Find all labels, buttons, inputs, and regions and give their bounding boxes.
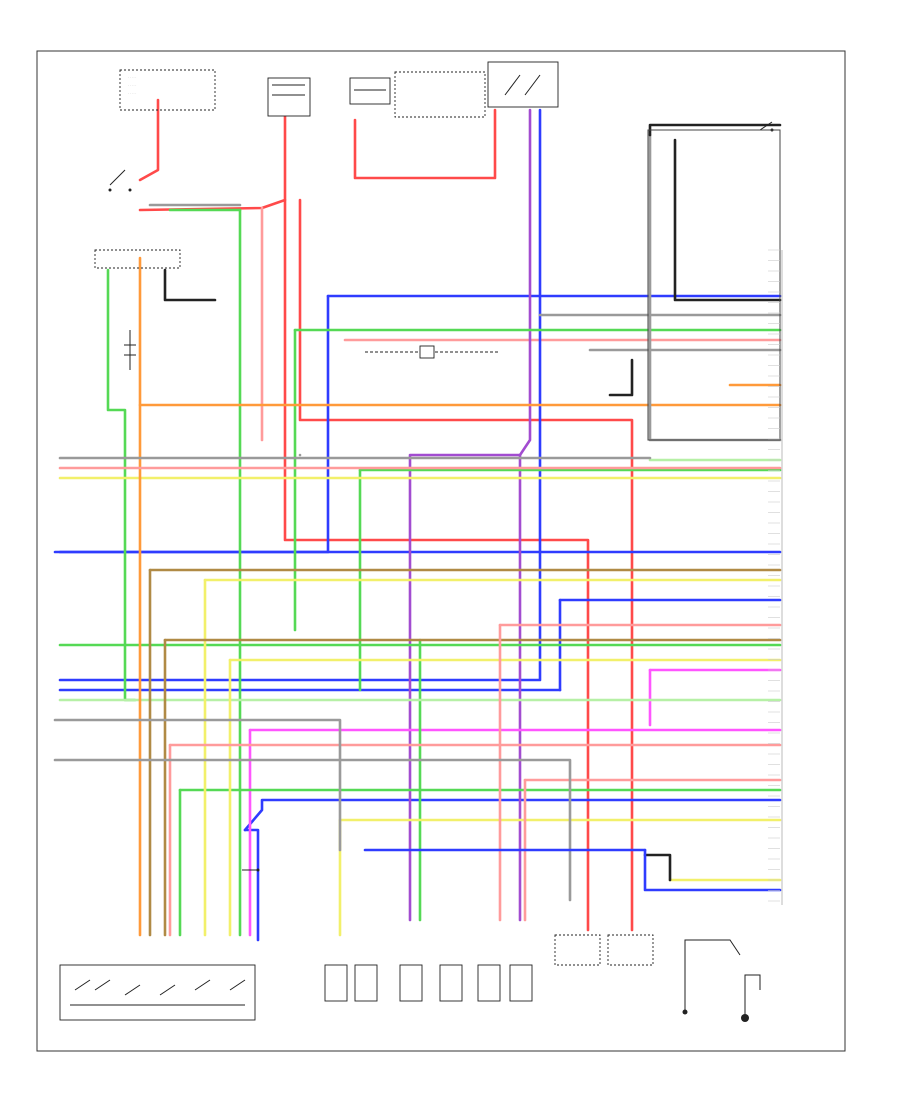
wire-black-68 (643, 853, 672, 882)
wire-gray-58 (53, 758, 572, 902)
left-sensor (94, 249, 181, 370)
transmission-range-switch (59, 964, 256, 1021)
left-switch (108, 169, 132, 192)
ground-assembly (682, 939, 761, 1022)
wire-blue-7 (58, 108, 542, 682)
wire-red-3 (298, 198, 634, 932)
lower-module-1 (554, 934, 601, 966)
connector-5 (477, 964, 501, 1002)
wire-red-1 (138, 108, 287, 212)
top-relay-1 (267, 77, 311, 117)
connector-2 (354, 964, 378, 1002)
svg-text:· · · · ·: · · · · · (128, 83, 136, 87)
wire-gray-57 (53, 718, 342, 852)
wire-black-67 (608, 358, 634, 397)
top-fuse-box-left: · · · · · · · · · · · · · · · (119, 69, 216, 111)
connector-4 (439, 964, 463, 1002)
wire-black-65 (648, 123, 782, 137)
top-fuse-box-right (394, 71, 486, 118)
wire-blue-8 (58, 294, 330, 554)
wire-gray-59 (648, 133, 782, 442)
center-module (365, 345, 500, 359)
wire-red-0 (138, 98, 160, 182)
top-switch (487, 61, 559, 108)
wire-group (53, 98, 782, 942)
wire-purple-16 (408, 108, 532, 922)
connector-3 (399, 964, 423, 1002)
wire-blue-12 (243, 798, 782, 832)
wire-green-23 (106, 268, 137, 702)
diagram-frame (36, 50, 846, 1052)
wire-blue-13 (243, 828, 260, 942)
connector-6 (509, 964, 533, 1002)
lower-module-2 (607, 934, 654, 966)
connector-1 (324, 964, 348, 1002)
wire-blue-71 (643, 848, 782, 892)
wire-black-69 (163, 268, 217, 302)
wire-red-2 (283, 198, 590, 932)
wire-red-4 (353, 108, 497, 180)
right-module (647, 129, 781, 441)
wire-black-66 (673, 138, 782, 302)
top-relay-2 (349, 77, 391, 105)
wire-orange-43 (138, 256, 782, 407)
side-note-component (242, 868, 260, 872)
svg-text:· · · · ·: · · · · · (128, 75, 136, 79)
svg-text:· · · · ·: · · · · · (128, 91, 136, 95)
component-group: · · · · · · · · · · · · · · · (59, 61, 781, 1022)
pin-label-group (768, 249, 780, 902)
